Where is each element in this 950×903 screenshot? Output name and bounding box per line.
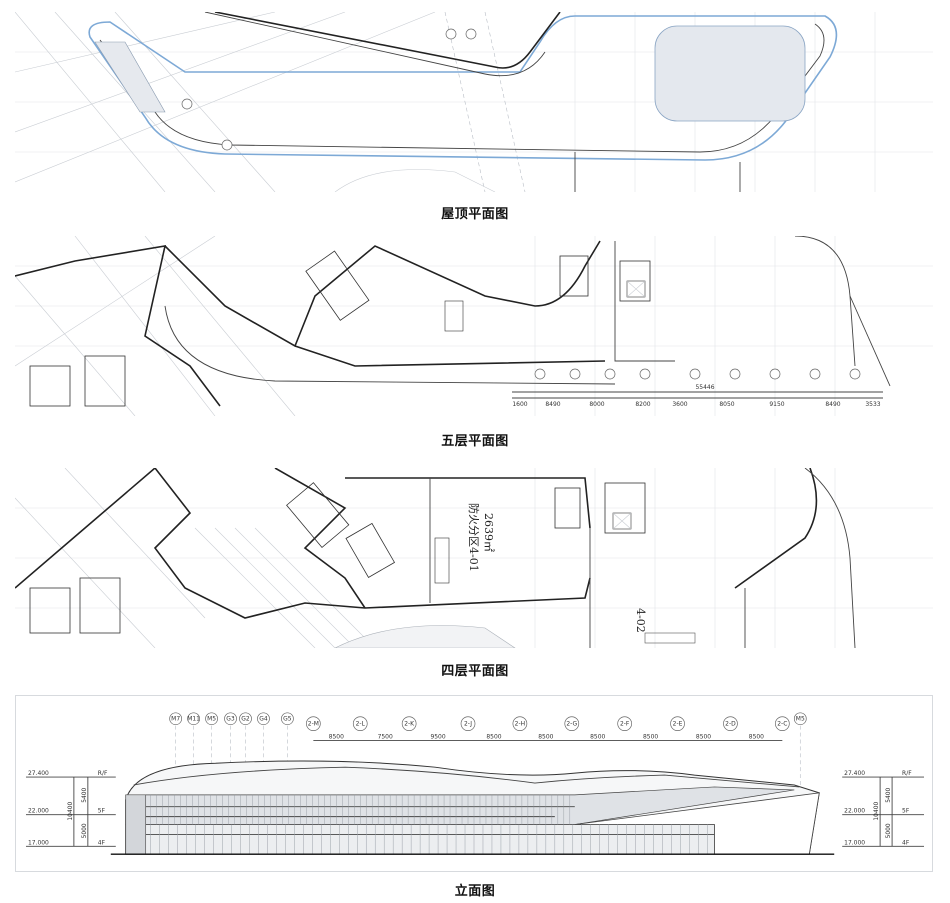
axis-bubble-M5-right: M5 <box>796 716 805 723</box>
axis-bubble-2C: 2-C <box>777 721 787 728</box>
left-height-upper: 5400 <box>81 788 88 803</box>
span-8: 8500 <box>749 734 764 741</box>
elevation-mullions <box>150 794 708 855</box>
left-height-lower: 5000 <box>81 823 88 838</box>
axis-bubble-2H: 2-H <box>515 721 525 728</box>
elevation-axis-bubbles: M7 M11 M5 G3 G2 G4 G5 2-M 2-L 2-K 2-J 2-… <box>169 712 807 731</box>
axis-bubble-2L: 2-L <box>356 721 366 728</box>
roof-outline <box>88 12 838 192</box>
fourth-zone-labels: 防火分区4-01 2639㎡ 4-02 <box>467 503 647 633</box>
fire-zone-4-02-label: 4-02 <box>634 608 647 633</box>
left-height-total: 10400 <box>67 802 74 821</box>
fifth-dim-0: 1600 <box>512 401 527 408</box>
axis-bubble-G2: G2 <box>241 716 250 723</box>
right-level-5f-name: 5F <box>902 808 910 815</box>
axis-bubble-2G: 2-G <box>566 721 577 728</box>
roof-plan-drawing <box>15 12 933 192</box>
right-height-upper: 5400 <box>885 788 892 803</box>
left-level-roof-name: R/F <box>98 770 108 777</box>
fifth-dimension-line: 55446 1600 8490 8000 8200 3600 8050 9150… <box>512 384 883 408</box>
right-height-lower: 5000 <box>885 823 892 838</box>
elevation-building <box>125 760 820 855</box>
fifth-dim-4: 3600 <box>672 401 687 408</box>
axis-bubble-2F: 2-F <box>620 721 630 728</box>
axis-bubble-2D: 2-D <box>725 721 736 728</box>
axis-bubble-2E: 2-E <box>673 721 683 728</box>
axis-bubble-M7: M7 <box>171 716 180 723</box>
fourth-grid <box>15 468 933 648</box>
axis-bubble-M5: M5 <box>207 716 216 723</box>
axis-bubble-G5: G5 <box>283 716 292 723</box>
fire-zone-4-01-label: 防火分区4-01 <box>467 503 481 572</box>
span-3: 8500 <box>486 734 501 741</box>
right-level-roof-name: R/F <box>902 770 912 777</box>
left-level-4f-elev: 17.000 <box>28 839 49 846</box>
axis-bubble-G3: G3 <box>226 716 235 723</box>
span-1: 7500 <box>378 734 393 741</box>
span-6: 8500 <box>643 734 658 741</box>
fifth-dim-8: 3533 <box>865 401 880 408</box>
left-level-roof-elev: 27.400 <box>28 770 49 777</box>
fourth-walls <box>15 468 856 648</box>
left-level-5f-name: 5F <box>98 808 106 815</box>
fifth-dim-3: 8200 <box>635 401 650 408</box>
fire-zone-4-01-area: 2639㎡ <box>482 513 495 552</box>
axis-bubble-G4: G4 <box>259 716 268 723</box>
fourth-floor-caption: 四层平面图 <box>441 663 509 678</box>
left-level-markers: 27.400 R/F 22.000 5F 17.000 4F 5400 5000… <box>25 770 116 847</box>
roof-axis-bubbles <box>181 28 477 151</box>
fifth-grid <box>15 236 933 416</box>
right-level-markers: 27.400 R/F 22.000 5F 17.000 4F 5400 5000… <box>842 770 925 847</box>
left-level-4f-name: 4F <box>98 839 106 846</box>
fifth-floor-plan-drawing: 55446 1600 8490 8000 8200 3600 8050 9150… <box>15 236 933 416</box>
roof-plan-caption: 屋顶平面图 <box>441 206 509 221</box>
span-0: 8500 <box>329 734 344 741</box>
elevation-span-dimensions: 8500 7500 9500 8500 8500 8500 8500 8500 … <box>313 734 783 741</box>
axis-bubble-2J: 2-J <box>464 721 472 728</box>
right-level-5f-elev: 22.000 <box>844 808 865 815</box>
fifth-dim-7: 8490 <box>825 401 840 408</box>
elevation-caption: 立面图 <box>454 883 496 898</box>
fifth-axis-bubbles <box>534 368 861 380</box>
span-7: 8500 <box>696 734 711 741</box>
right-level-4f-name: 4F <box>902 839 910 846</box>
axis-bubble-2K: 2-K <box>404 721 415 728</box>
fourth-floor-plan-drawing: 防火分区4-01 2639㎡ 4-02 <box>15 468 933 648</box>
axis-bubble-2M: 2-M <box>308 721 319 728</box>
left-level-5f-elev: 22.000 <box>28 808 49 815</box>
axis-bubble-M11: M11 <box>187 716 200 723</box>
fifth-dim-1: 8490 <box>545 401 560 408</box>
fifth-dim-5: 8050 <box>719 401 734 408</box>
right-height-total: 10400 <box>873 802 880 821</box>
fifth-walls <box>15 236 891 407</box>
fifth-dim-2: 8000 <box>589 401 604 408</box>
right-level-4f-elev: 17.000 <box>844 839 865 846</box>
elevation-drawing: M7 M11 M5 G3 G2 G4 G5 2-M 2-L 2-K 2-J 2-… <box>15 695 933 872</box>
span-2: 9500 <box>430 734 445 741</box>
fifth-floor-caption: 五层平面图 <box>441 433 509 448</box>
fifth-total-dimension: 55446 <box>695 384 714 391</box>
fifth-dim-6: 9150 <box>769 401 784 408</box>
span-5: 8500 <box>590 734 605 741</box>
right-level-roof-elev: 27.400 <box>844 770 865 777</box>
span-4: 8500 <box>538 734 553 741</box>
